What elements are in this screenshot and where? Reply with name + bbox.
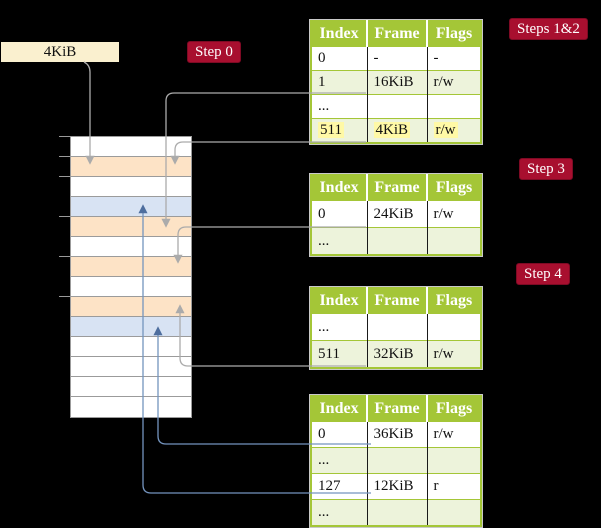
memory-frame-cell-plain bbox=[71, 237, 191, 257]
table-row: 0 - - bbox=[311, 46, 481, 71]
memory-frame-cell-plain bbox=[71, 277, 191, 297]
flags-cell: r/w bbox=[426, 340, 481, 368]
memory-frame-cell-data bbox=[71, 197, 191, 217]
memory-frame-cell-pagetable bbox=[71, 157, 191, 177]
index-cell: ... bbox=[311, 499, 367, 526]
col-header-flags: Flags bbox=[426, 288, 481, 314]
table-row: ... bbox=[311, 447, 481, 474]
frame-cell bbox=[366, 227, 427, 255]
table-row-highlighted: 511 4KiB r/w bbox=[311, 118, 481, 143]
table-row: 127 12KiB r bbox=[311, 473, 481, 500]
flags-cell: r/w bbox=[426, 200, 481, 228]
col-header-index: Index bbox=[311, 396, 367, 422]
col-header-flags: Flags bbox=[426, 396, 481, 422]
index-cell: 127 bbox=[311, 473, 367, 500]
flags-cell: r/w bbox=[426, 118, 481, 143]
col-header-index: Index bbox=[311, 288, 367, 314]
col-header-frame: Frame bbox=[366, 175, 427, 201]
table-row: ... bbox=[311, 499, 481, 526]
memory-frame-cell-pagetable bbox=[71, 257, 191, 277]
table-row: 511 32KiB r/w bbox=[311, 340, 481, 368]
frame-cell: 16KiB bbox=[366, 70, 427, 95]
table-row: 1 16KiB r/w bbox=[311, 70, 481, 95]
index-cell: ... bbox=[311, 227, 367, 255]
table-row: ... bbox=[311, 313, 481, 341]
table-row: ... bbox=[311, 94, 481, 119]
frame-cell bbox=[366, 94, 427, 119]
highlighted-value: 4KiB bbox=[373, 122, 411, 138]
memory-frame-cell-plain bbox=[71, 357, 191, 377]
frame-cell: - bbox=[366, 46, 427, 71]
step0-label: Step 0 bbox=[187, 41, 241, 63]
steps1and2-label: Steps 1&2 bbox=[509, 18, 588, 40]
memory-frame-cell-plain bbox=[71, 177, 191, 197]
frame-cell: 4KiB bbox=[366, 118, 427, 143]
frame-cell: 32KiB bbox=[366, 340, 427, 368]
memory-stack bbox=[70, 136, 192, 418]
frame-cell bbox=[366, 499, 427, 526]
highlighted-value: r/w bbox=[433, 122, 458, 138]
index-cell: 511 bbox=[311, 118, 367, 143]
memory-frame-cell-plain bbox=[71, 377, 191, 397]
frame-cell: 24KiB bbox=[366, 200, 427, 228]
index-cell: ... bbox=[311, 94, 367, 119]
step3-label: Step 3 bbox=[519, 158, 573, 180]
highlighted-value: 511 bbox=[318, 122, 344, 138]
col-header-index: Index bbox=[311, 175, 367, 201]
flags-cell bbox=[426, 447, 481, 474]
memory-frame-cell-plain bbox=[71, 397, 191, 417]
flags-cell: - bbox=[426, 46, 481, 71]
step4-label: Step 4 bbox=[516, 263, 570, 285]
stack-tick-marks bbox=[59, 136, 70, 297]
flags-cell bbox=[426, 94, 481, 119]
frame-cell: 12KiB bbox=[366, 473, 427, 500]
table-row: ... bbox=[311, 227, 481, 255]
page-table-1: Index Frame Flags 0 - - 1 16KiB r/w ... … bbox=[309, 19, 483, 145]
memory-frame-cell-plain bbox=[71, 137, 191, 157]
table-row: 0 36KiB r/w bbox=[311, 421, 481, 448]
flags-cell bbox=[426, 227, 481, 255]
index-cell: 0 bbox=[311, 421, 367, 448]
index-cell: ... bbox=[311, 447, 367, 474]
index-cell: 0 bbox=[311, 200, 367, 228]
col-header-index: Index bbox=[311, 21, 367, 47]
col-header-frame: Frame bbox=[366, 396, 427, 422]
page-table-4: Index Frame Flags 0 36KiB r/w ... 127 12… bbox=[309, 394, 483, 528]
flags-cell bbox=[426, 499, 481, 526]
page-table-2: Index Frame Flags 0 24KiB r/w ... bbox=[309, 173, 483, 257]
index-cell: ... bbox=[311, 313, 367, 341]
flags-cell: r/w bbox=[426, 421, 481, 448]
flags-cell: r/w bbox=[426, 70, 481, 95]
frame-4kib-box: 4KiB bbox=[1, 42, 119, 62]
memory-frame-cell-pagetable bbox=[71, 217, 191, 237]
col-header-frame: Frame bbox=[366, 21, 427, 47]
page-table-3: Index Frame Flags ... 511 32KiB r/w bbox=[309, 286, 483, 370]
frame-cell bbox=[366, 313, 427, 341]
flags-cell bbox=[426, 313, 481, 341]
memory-frame-cell-pagetable bbox=[71, 297, 191, 317]
flags-cell: r bbox=[426, 473, 481, 500]
table-row: 0 24KiB r/w bbox=[311, 200, 481, 228]
memory-frame-cell-plain bbox=[71, 337, 191, 357]
index-cell: 1 bbox=[311, 70, 367, 95]
memory-frame-cell-data bbox=[71, 317, 191, 337]
arrow-table1-row511-to-frame bbox=[170, 141, 366, 165]
index-cell: 511 bbox=[311, 340, 367, 368]
col-header-frame: Frame bbox=[366, 288, 427, 314]
index-cell: 0 bbox=[311, 46, 367, 71]
frame-cell bbox=[366, 447, 427, 474]
col-header-flags: Flags bbox=[426, 21, 481, 47]
frame-cell: 36KiB bbox=[366, 421, 427, 448]
col-header-flags: Flags bbox=[426, 175, 481, 201]
